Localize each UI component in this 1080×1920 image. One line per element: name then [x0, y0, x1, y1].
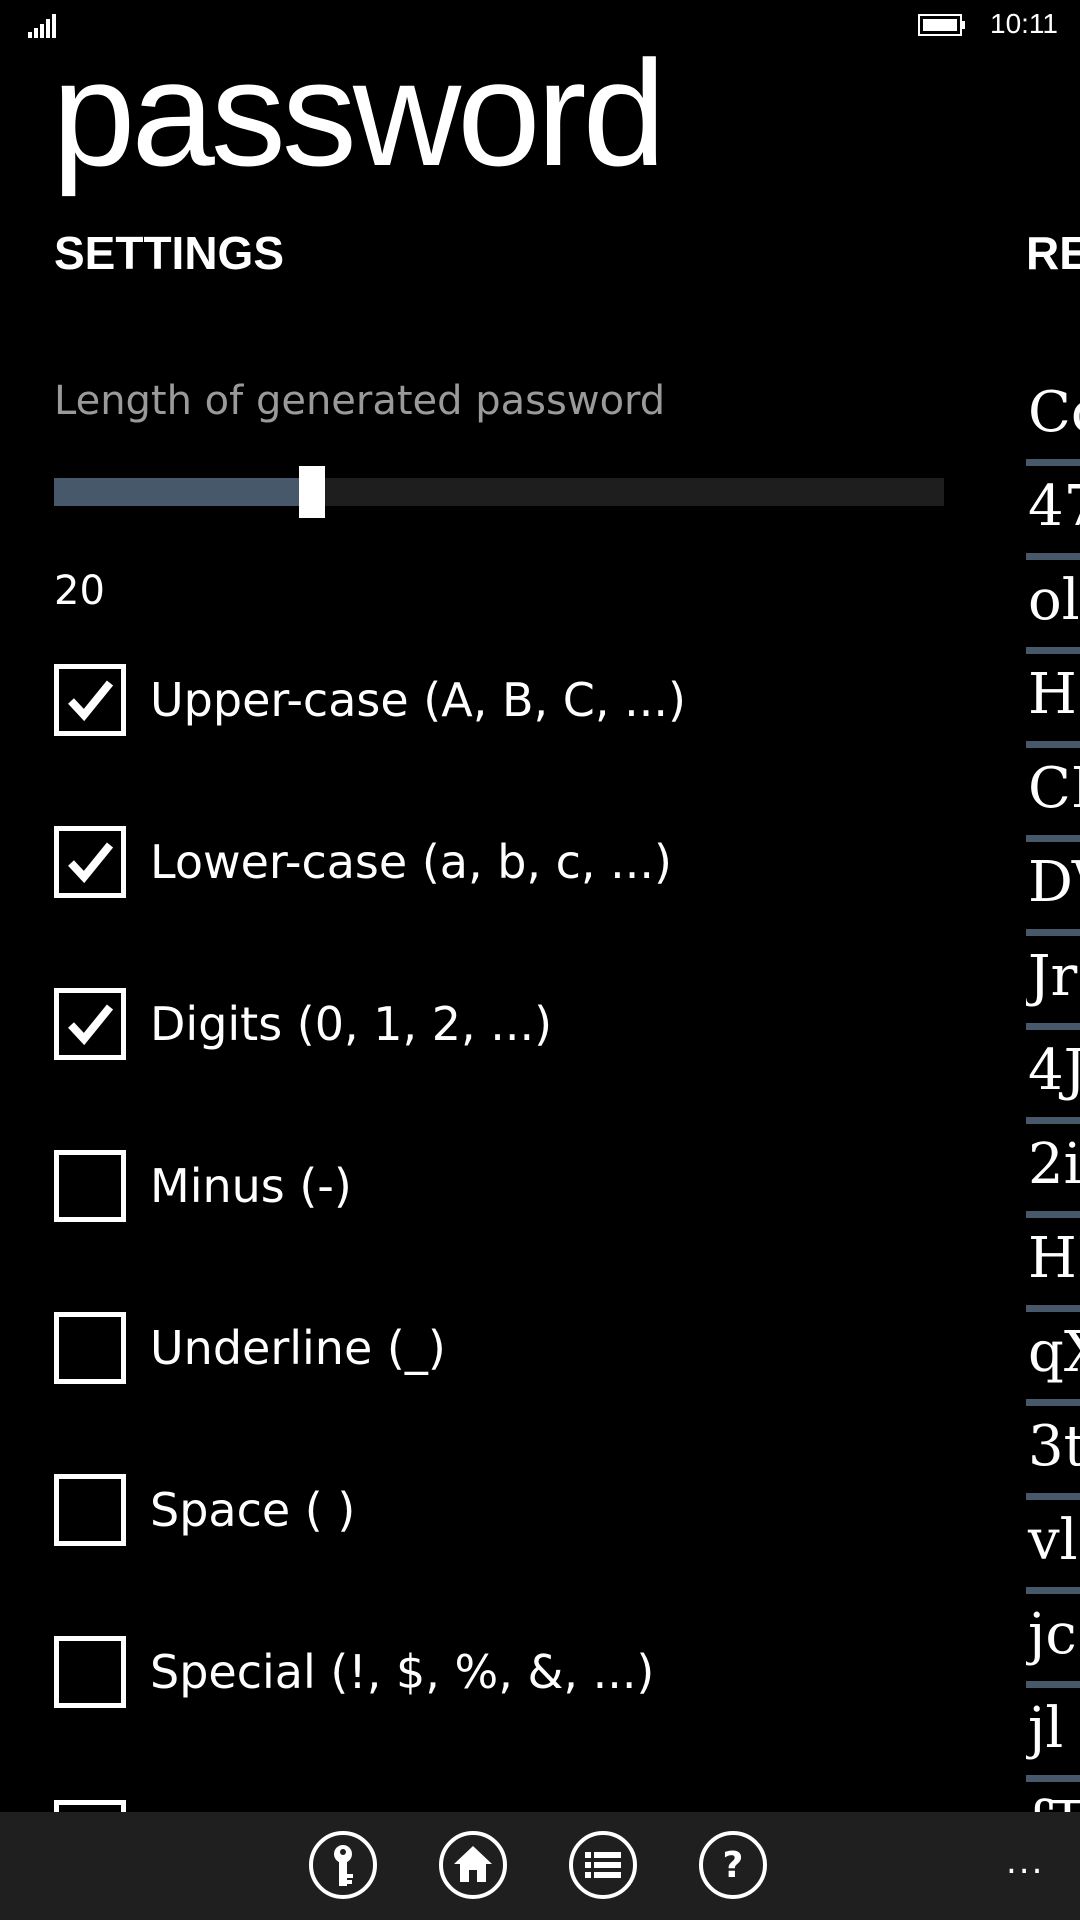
- result-item[interactable]: 47: [1026, 466, 1080, 560]
- result-underline: [1026, 741, 1080, 748]
- app-title: password: [52, 29, 666, 197]
- result-item[interactable]: 3t: [1026, 1406, 1080, 1500]
- result-underline: [1026, 553, 1080, 560]
- option-label: Upper-case (A, B, C, ...): [150, 673, 686, 727]
- result-text: CI: [1028, 756, 1080, 821]
- result-item[interactable]: H5: [1026, 654, 1080, 748]
- checkbox[interactable]: [54, 664, 126, 736]
- key-button[interactable]: [308, 1830, 378, 1900]
- home-icon: [439, 1831, 507, 1899]
- checkbox[interactable]: [54, 1636, 126, 1708]
- checkbox[interactable]: [54, 1474, 126, 1546]
- help-icon: ?: [699, 1831, 767, 1899]
- result-text: 47: [1028, 474, 1080, 539]
- result-text: Jr: [1028, 944, 1078, 1009]
- result-underline: [1026, 1211, 1080, 1218]
- list-icon: [569, 1831, 637, 1899]
- status-bar: 10:11: [0, 0, 1080, 50]
- home-button[interactable]: [438, 1830, 508, 1900]
- checkbox[interactable]: [54, 1150, 126, 1222]
- result-text: Co: [1028, 380, 1080, 445]
- pivot-settings[interactable]: SETTINGS: [54, 227, 285, 279]
- result-underline: [1026, 1775, 1080, 1782]
- checkbox[interactable]: [54, 988, 126, 1060]
- result-underline: [1026, 1681, 1080, 1688]
- check-icon: [68, 1004, 114, 1046]
- result-text: DV: [1028, 850, 1080, 915]
- result-item[interactable]: vl: [1026, 1500, 1080, 1594]
- result-text: 3t: [1028, 1414, 1080, 1479]
- option-row[interactable]: Underline (_): [54, 1312, 954, 1384]
- result-item[interactable]: ol: [1026, 560, 1080, 654]
- battery-icon: [918, 14, 965, 36]
- result-item[interactable]: qX: [1026, 1312, 1080, 1406]
- pivot-results[interactable]: RE: [1026, 227, 1080, 279]
- result-item[interactable]: Jr: [1026, 936, 1080, 1030]
- length-slider[interactable]: [54, 466, 944, 518]
- length-label: Length of generated password: [54, 378, 666, 424]
- result-item[interactable]: Co: [1026, 372, 1080, 466]
- app-bar: ? ...: [0, 1812, 1080, 1920]
- slider-thumb[interactable]: [299, 466, 325, 518]
- result-underline: [1026, 1023, 1080, 1030]
- result-underline: [1026, 835, 1080, 842]
- result-underline: [1026, 929, 1080, 936]
- result-item[interactable]: DV: [1026, 842, 1080, 936]
- result-text: H5: [1028, 662, 1080, 727]
- result-text: qX: [1028, 1320, 1080, 1385]
- result-underline: [1026, 1117, 1080, 1124]
- result-item[interactable]: HI: [1026, 1218, 1080, 1312]
- result-item[interactable]: CI: [1026, 748, 1080, 842]
- signal-bars-icon: [28, 14, 56, 38]
- option-label: Digits (0, 1, 2, ...): [150, 997, 553, 1051]
- option-label: Special (!, $, %, &, ...): [150, 1645, 655, 1699]
- result-underline: [1026, 1399, 1080, 1406]
- key-icon: [309, 1831, 377, 1899]
- option-row[interactable]: Minus (-): [54, 1150, 954, 1222]
- option-row[interactable]: Special (!, $, %, &, ...): [54, 1636, 954, 1708]
- result-underline: [1026, 1305, 1080, 1312]
- checkbox[interactable]: [54, 1312, 126, 1384]
- more-button[interactable]: ...: [1006, 1842, 1045, 1882]
- result-item[interactable]: jl: [1026, 1688, 1080, 1782]
- result-text: jl: [1028, 1696, 1064, 1761]
- result-item[interactable]: jc: [1026, 1594, 1080, 1688]
- checkbox[interactable]: [54, 826, 126, 898]
- slider-fill: [54, 478, 312, 506]
- result-underline: [1026, 1587, 1080, 1594]
- option-row[interactable]: Lower-case (a, b, c, ...): [54, 826, 954, 898]
- result-item[interactable]: 2i: [1026, 1124, 1080, 1218]
- results-list: Co47olH5CIDVJr4J2iHIqX3tvljcjlfT: [1026, 372, 1080, 1876]
- check-icon: [68, 842, 114, 884]
- check-icon: [68, 680, 114, 722]
- result-underline: [1026, 459, 1080, 466]
- result-text: HI: [1028, 1226, 1080, 1291]
- length-value: 20: [54, 568, 105, 614]
- result-underline: [1026, 1493, 1080, 1500]
- result-text: ol: [1028, 568, 1080, 633]
- option-row[interactable]: Digits (0, 1, 2, ...): [54, 988, 954, 1060]
- result-text: 2i: [1028, 1132, 1080, 1197]
- option-label: Space ( ): [150, 1483, 356, 1537]
- result-text: jc: [1028, 1602, 1077, 1667]
- option-label: Lower-case (a, b, c, ...): [150, 835, 672, 889]
- help-button[interactable]: ?: [698, 1830, 768, 1900]
- result-item[interactable]: 4J: [1026, 1030, 1080, 1124]
- result-underline: [1026, 647, 1080, 654]
- svg-text:?: ?: [723, 1845, 744, 1886]
- clock: 10:11: [990, 8, 1058, 39]
- option-label: Underline (_): [150, 1321, 446, 1375]
- option-row[interactable]: Space ( ): [54, 1474, 954, 1546]
- result-text: vl: [1028, 1508, 1078, 1573]
- checkbox-partial[interactable]: [54, 1800, 126, 1821]
- list-button[interactable]: [568, 1830, 638, 1900]
- result-text: 4J: [1028, 1038, 1080, 1103]
- option-row[interactable]: Upper-case (A, B, C, ...): [54, 664, 954, 736]
- option-label: Minus (-): [150, 1159, 352, 1213]
